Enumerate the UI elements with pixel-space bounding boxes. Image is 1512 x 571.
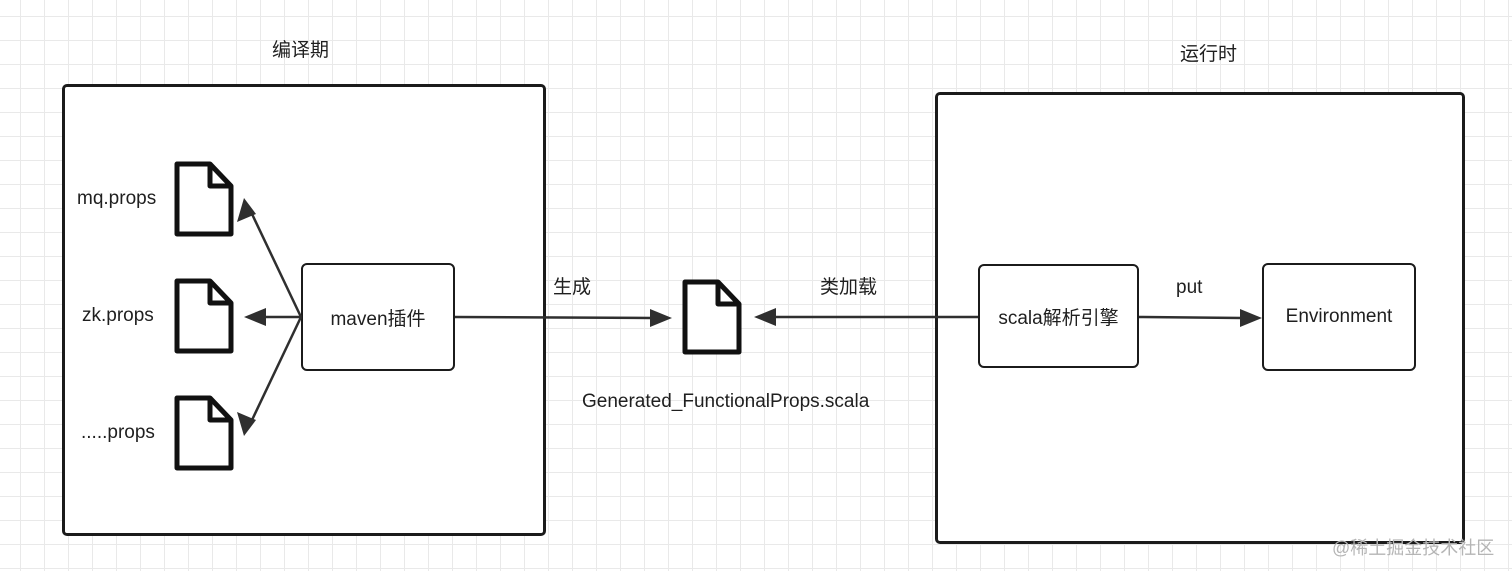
generated-file-label: Generated_FunctionalProps.scala (582, 391, 870, 412)
generate-label: 生成 (553, 277, 592, 298)
maven-plugin-node: maven插件 (301, 263, 455, 371)
environment-node: Environment (1262, 263, 1416, 371)
compile-section-title: 编译期 (272, 40, 330, 61)
scala-engine-label: scala解析引擎 (998, 307, 1119, 329)
watermark-text: @稀土掘金技术社区 (1332, 538, 1495, 558)
file-icon (174, 278, 234, 354)
runtime-section-title: 运行时 (1180, 44, 1238, 65)
arrowhead-generated-right (650, 309, 672, 327)
maven-plugin-label: maven插件 (330, 308, 426, 330)
environment-label: Environment (1285, 306, 1393, 327)
file-label-mq: mq.props (77, 188, 157, 209)
file-icon (682, 279, 742, 355)
file-icon (174, 395, 234, 471)
file-icon (174, 161, 234, 237)
put-label: put (1176, 277, 1203, 298)
file-label-zk: zk.props (82, 305, 154, 326)
scala-engine-node: scala解析引擎 (978, 264, 1139, 368)
class-load-label: 类加载 (820, 277, 878, 298)
arrowhead-generated-left (754, 308, 776, 326)
file-label-other: .....props (81, 422, 155, 443)
